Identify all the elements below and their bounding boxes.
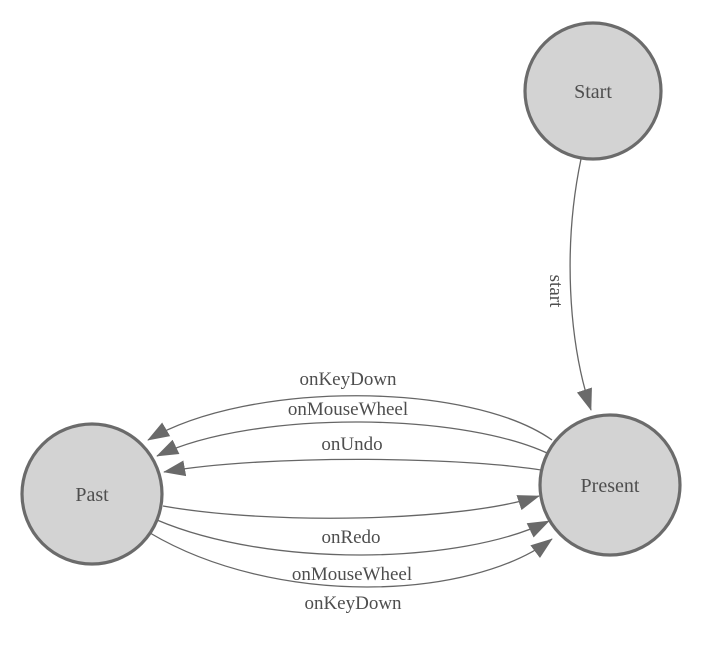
edge-present-past-onundo bbox=[163, 458, 559, 477]
state-node-present-circle bbox=[538, 413, 682, 557]
edge-label-onmousewheel-lower: onMouseWheel bbox=[292, 564, 412, 585]
state-node-start-circle bbox=[523, 21, 663, 161]
edge-label-onmousewheel-upper: onMouseWheel bbox=[288, 399, 408, 420]
edge-past-present-onkeydown bbox=[149, 532, 553, 588]
state-node-past: Past bbox=[20, 422, 164, 566]
edge-past-present-onredo bbox=[162, 495, 540, 519]
edge-label-onkeydown-upper: onKeyDown bbox=[299, 369, 397, 390]
state-node-present: Present bbox=[538, 413, 682, 557]
state-node-past-circle bbox=[20, 422, 164, 566]
edge-present-past-onmousewheel bbox=[156, 421, 556, 458]
edge-start-present bbox=[569, 158, 592, 411]
state-node-start: Start bbox=[523, 21, 663, 161]
edge-present-past-onkeydown bbox=[147, 395, 553, 441]
state-node-past-label: Past bbox=[75, 484, 109, 506]
edge-label-start: start bbox=[545, 275, 566, 308]
edge-label-group: start onKeyDown onMouseWheel onUndo onRe… bbox=[288, 275, 566, 614]
state-node-present-label: Present bbox=[581, 475, 640, 497]
edge-past-present-onmousewheel bbox=[156, 519, 550, 556]
edge-label-onundo: onUndo bbox=[321, 434, 382, 455]
edge-group bbox=[147, 158, 592, 588]
edge-label-onredo: onRedo bbox=[321, 527, 380, 548]
edge-label-onkeydown-lower: onKeyDown bbox=[304, 593, 402, 614]
state-node-start-label: Start bbox=[574, 81, 612, 103]
